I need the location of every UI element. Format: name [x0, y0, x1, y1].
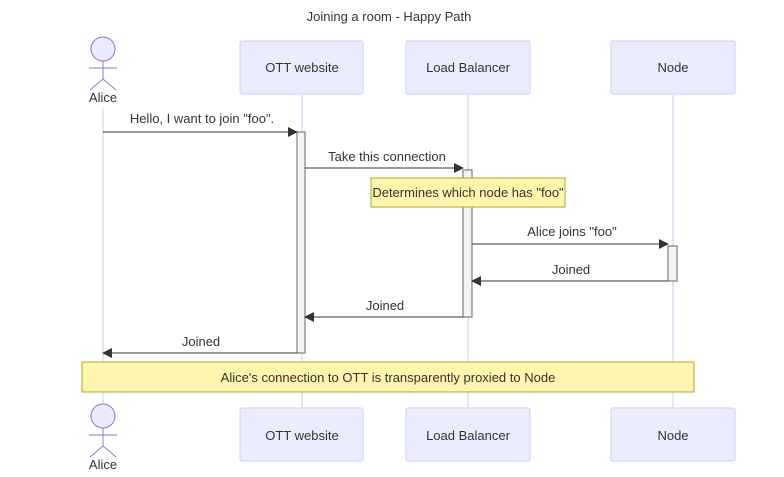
actor-alice-top: Alice	[89, 36, 117, 105]
message-label-4: Joined	[552, 262, 590, 277]
actor-alice-bottom: Alice	[89, 403, 117, 472]
actor-leg-right	[102, 78, 117, 91]
participant-lb-label: Load Balancer	[426, 60, 511, 75]
note-spanning: Alice's connection to OTT is transparent…	[81, 361, 695, 393]
participant-ott-top: OTT website	[239, 40, 364, 95]
message-label-3: Alice joins "foo"	[527, 224, 617, 239]
message-label-1: Hello, I want to join "foo".	[130, 111, 274, 126]
activation-ott	[296, 131, 306, 354]
participant-box	[610, 407, 736, 462]
actor-alice-label: Alice	[89, 457, 117, 472]
actor-leg-right	[102, 445, 117, 458]
participant-box	[405, 40, 531, 95]
actor-alice-label: Alice	[89, 90, 117, 105]
note-box	[81, 361, 695, 393]
participant-box	[239, 40, 364, 95]
participant-node-label: Node	[657, 60, 688, 75]
note-text-2: Alice's connection to OTT is transparent…	[221, 370, 556, 385]
participant-lb-top: Load Balancer	[405, 40, 531, 95]
participant-node-top: Node	[610, 40, 736, 95]
note-lb: Determines which node has "foo"	[370, 177, 566, 208]
activation-node	[667, 245, 678, 282]
message-label-2: Take this connection	[328, 149, 446, 164]
participant-node-bottom: Node	[610, 407, 736, 462]
participant-lb-bottom: Load Balancer	[405, 407, 531, 462]
participant-box	[610, 40, 736, 95]
actor-head	[90, 403, 116, 429]
diagram-title: Joining a room - Happy Path	[307, 9, 472, 24]
participant-lb-label: Load Balancer	[426, 428, 511, 443]
actor-leg-left	[89, 445, 104, 458]
note-text-1: Determines which node has "foo"	[372, 185, 564, 200]
participant-node-label: Node	[657, 428, 688, 443]
participant-box	[405, 407, 531, 462]
participant-ott-label: OTT website	[265, 60, 338, 75]
message-label-6: Joined	[182, 334, 220, 349]
actor-head	[90, 36, 116, 62]
actor-leg-left	[89, 78, 104, 91]
participant-box	[239, 407, 364, 462]
message-label-5: Joined	[366, 298, 404, 313]
note-box	[370, 177, 566, 208]
participant-ott-bottom: OTT website	[239, 407, 364, 462]
participant-ott-label: OTT website	[265, 428, 338, 443]
